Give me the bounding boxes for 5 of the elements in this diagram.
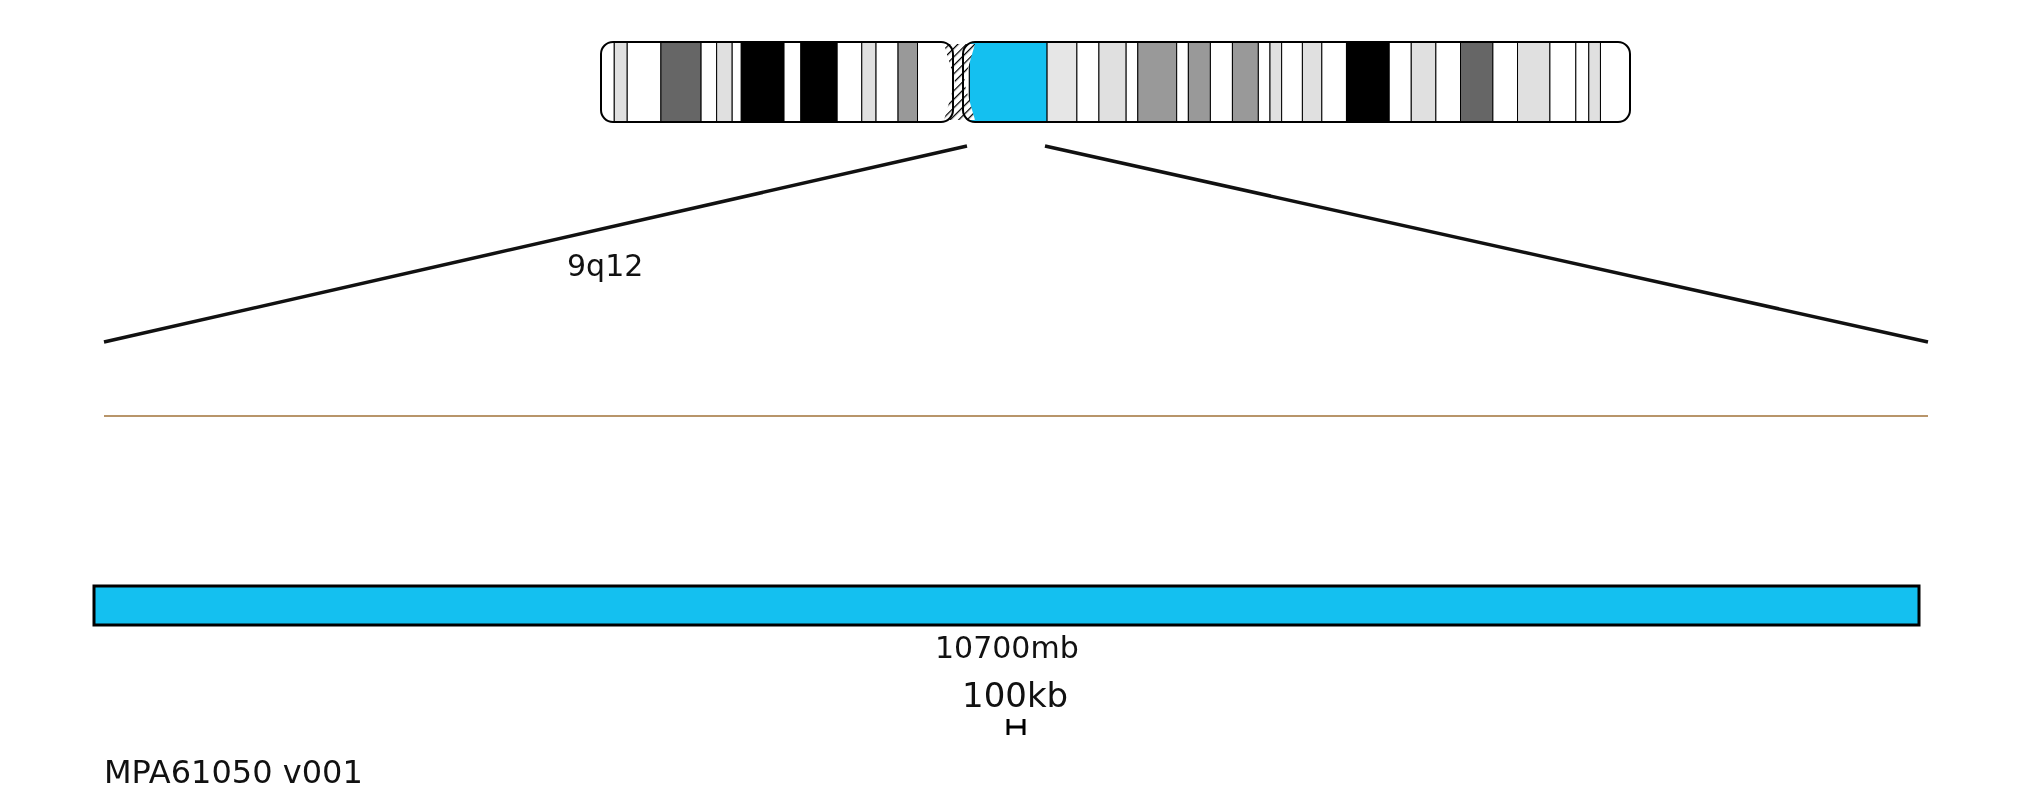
scale-label: 100kb xyxy=(962,678,1069,712)
band-label: 9q12 xyxy=(567,251,644,281)
size-label: 10700mb xyxy=(935,633,1079,663)
probe-id-label: MPA61050 v001 xyxy=(104,756,363,785)
probe-bar xyxy=(92,584,1921,627)
